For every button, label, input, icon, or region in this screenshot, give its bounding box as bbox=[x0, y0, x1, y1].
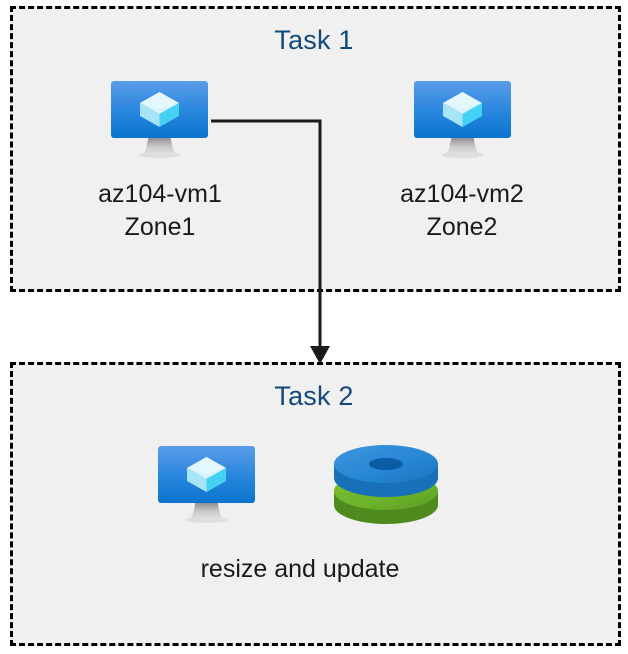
task1-title: Task 1 bbox=[274, 25, 354, 55]
virtual-machine-icon bbox=[108, 79, 211, 167]
disks-icon bbox=[332, 443, 440, 533]
virtual-machine-icon bbox=[155, 444, 258, 532]
virtual-machine-icon bbox=[411, 79, 514, 167]
task2-group-box bbox=[10, 362, 621, 646]
vm1-label: az104-vm1 Zone1 bbox=[98, 180, 222, 241]
task2-title: Task 2 bbox=[274, 381, 354, 411]
vm2-label: az104-vm2 Zone2 bbox=[400, 180, 524, 241]
task2-caption: resize and update bbox=[200, 555, 400, 583]
